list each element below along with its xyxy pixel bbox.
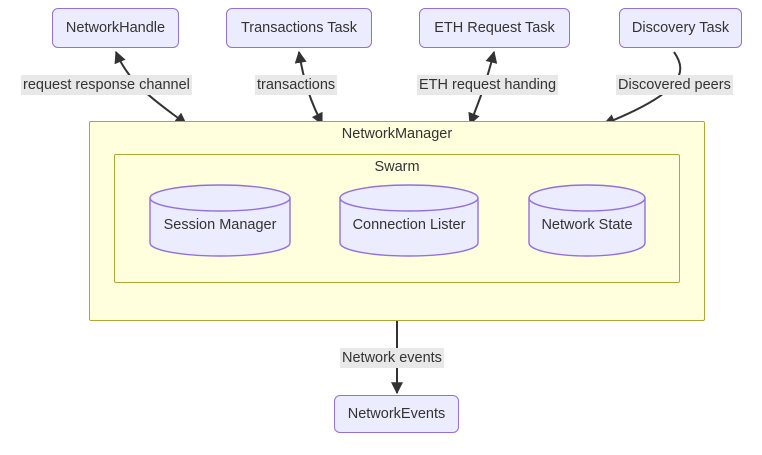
- node-label-connection-lister: Connection Lister: [352, 217, 466, 233]
- cylinder-shape-network-state: [528, 184, 646, 257]
- node-label-network-handle: NetworkHandle: [65, 19, 166, 36]
- cylinder-shape-session-manager: [149, 184, 291, 257]
- node-transactions-task[interactable]: Transactions Task: [226, 8, 372, 48]
- node-label-eth-request-task: ETH Request Task: [434, 19, 555, 36]
- node-label-network-state: Network State: [541, 217, 633, 233]
- node-network-state[interactable]: Network State: [528, 184, 646, 257]
- edge-label-discovered-peers: Discovered peers: [616, 75, 733, 96]
- edge-label-network-events: Network events: [340, 348, 444, 369]
- node-connection-lister[interactable]: Connection Lister: [339, 184, 479, 257]
- node-discovery-task[interactable]: Discovery Task: [619, 8, 742, 48]
- node-network-handle[interactable]: NetworkHandle: [52, 8, 179, 48]
- edge-label-request-response-channel: request response channel: [21, 75, 192, 96]
- node-label-transactions-task: Transactions Task: [240, 19, 358, 36]
- edge-label-transactions: transactions: [255, 75, 338, 96]
- cylinder-shape-connection-lister: [339, 184, 479, 257]
- node-eth-request-task[interactable]: ETH Request Task: [419, 8, 570, 48]
- node-network-events[interactable]: NetworkEvents: [334, 395, 459, 433]
- cluster-label-network-manager: NetworkManager: [341, 126, 453, 142]
- edge-label-eth-request-handing: ETH request handing: [417, 75, 559, 96]
- node-session-manager[interactable]: Session Manager: [149, 184, 291, 257]
- node-label-network-events: NetworkEvents: [347, 405, 446, 422]
- cluster-label-swarm: Swarm: [374, 159, 420, 175]
- node-label-discovery-task: Discovery Task: [631, 19, 730, 36]
- node-label-session-manager: Session Manager: [163, 217, 277, 233]
